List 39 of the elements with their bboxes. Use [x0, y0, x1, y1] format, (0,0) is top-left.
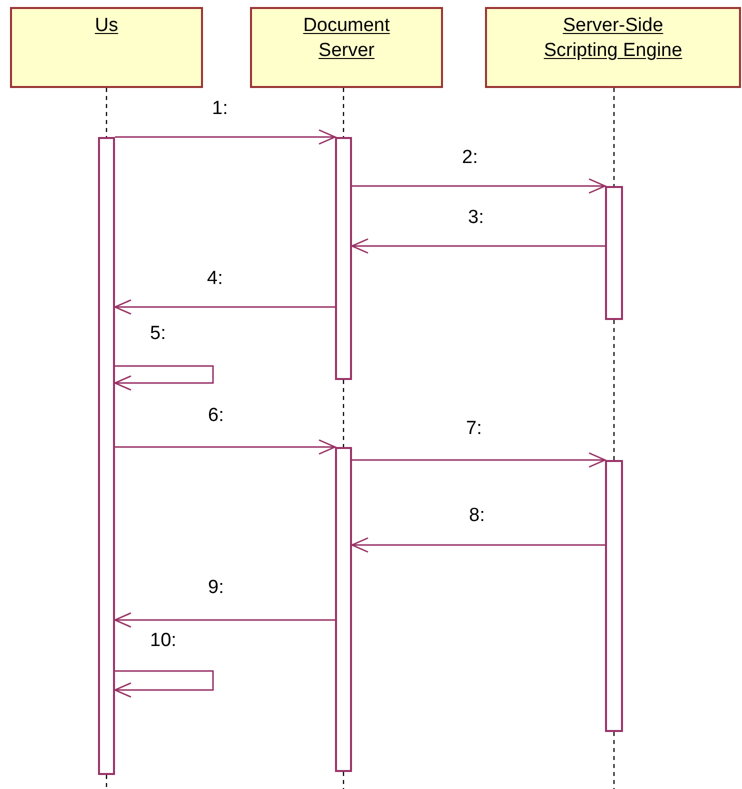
message-number: 7: — [466, 418, 482, 440]
message-arrow — [351, 537, 605, 553]
activation-bar — [335, 447, 352, 772]
message-arrow — [114, 612, 335, 628]
message-number: 9: — [208, 577, 224, 599]
message-arrow — [114, 299, 335, 315]
message-arrow — [115, 439, 336, 455]
lifeline — [106, 88, 108, 137]
object-name: Server-Side Scripting Engine — [542, 14, 684, 63]
message-number: 8: — [469, 505, 485, 527]
lifeline — [613, 320, 615, 460]
message-arrow — [352, 178, 606, 194]
message-number: 3: — [468, 207, 484, 229]
lifeline — [342, 772, 344, 789]
message-arrow — [352, 452, 606, 468]
lifeline — [106, 775, 108, 789]
message-number: 1: — [212, 98, 228, 120]
message-arrow — [114, 365, 214, 391]
lifeline — [613, 88, 615, 186]
lifeline — [613, 732, 615, 789]
message-number: 2: — [462, 147, 478, 169]
object-name: Us — [94, 14, 118, 38]
lifeline-header — [250, 7, 443, 88]
message-number: 10: — [150, 630, 176, 652]
lifeline — [342, 380, 344, 447]
activation-bar — [605, 460, 623, 732]
lifeline-header — [485, 7, 741, 88]
activation-bar — [605, 186, 623, 320]
activation-bar — [98, 137, 115, 775]
activation-bar — [335, 137, 352, 380]
message-arrow — [114, 670, 214, 698]
message-number: 6: — [208, 405, 224, 427]
message-arrow — [351, 238, 605, 254]
object-name: Document Server — [302, 14, 391, 63]
lifeline-header — [10, 7, 203, 88]
message-arrow — [115, 129, 336, 145]
message-number: 4: — [207, 268, 223, 290]
lifeline — [342, 88, 344, 137]
message-number: 5: — [150, 323, 166, 345]
